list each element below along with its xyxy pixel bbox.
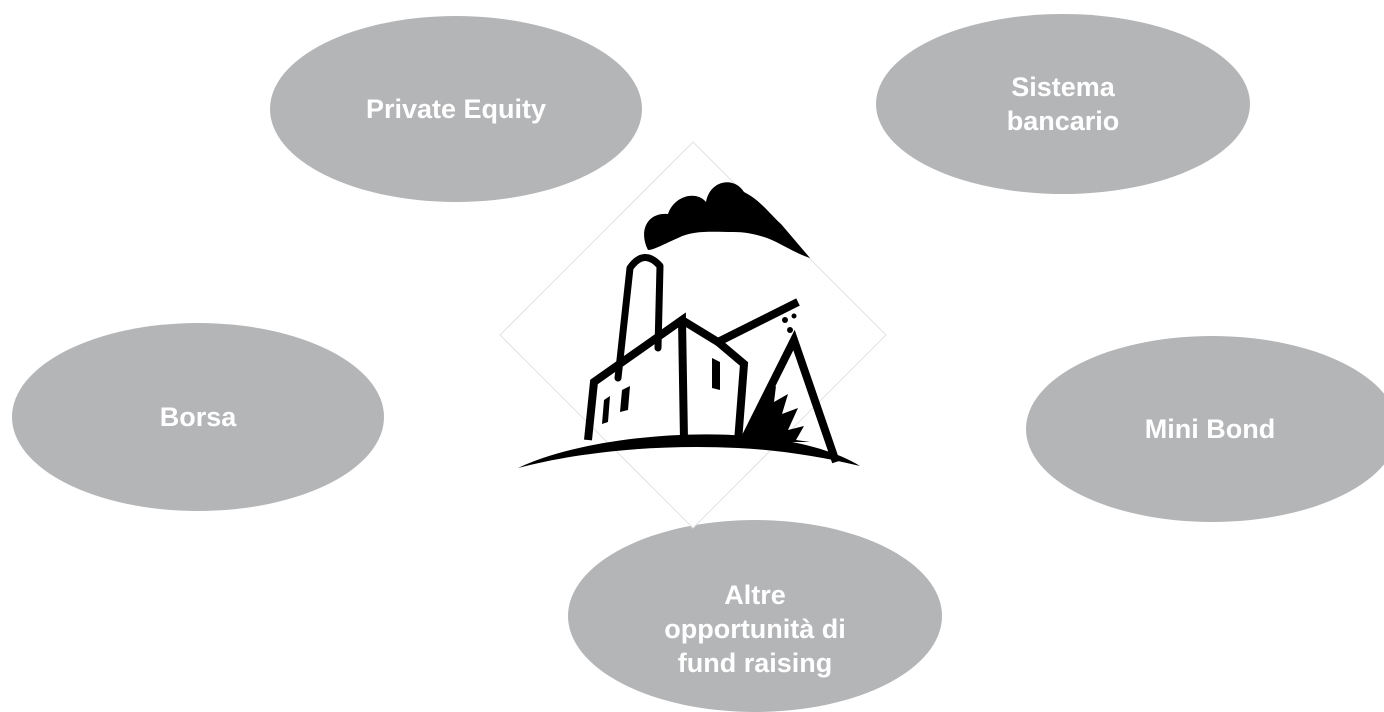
building-left xyxy=(584,312,688,441)
node-borsa-label: Borsa xyxy=(159,402,237,432)
smoke-cloud xyxy=(644,182,810,258)
factory-icon xyxy=(499,141,887,529)
node-sistema-bancario: Sistema bancario xyxy=(876,14,1250,194)
node-sistema-bancario-label: Sistema bancario xyxy=(1006,72,1120,136)
window-2 xyxy=(620,386,630,412)
node-altre-opportunita: Altre opportunità di fund raising xyxy=(568,520,942,712)
window-3 xyxy=(712,358,720,390)
spark-dot-2 xyxy=(791,313,797,319)
node-borsa: Borsa xyxy=(12,323,384,511)
chimney xyxy=(614,254,664,382)
spark-dot-3 xyxy=(787,327,793,333)
window-1 xyxy=(602,396,610,424)
node-private-equity: Private Equity xyxy=(270,16,642,202)
node-mini-bond: Mini Bond xyxy=(1026,336,1384,522)
tree-shadow xyxy=(744,386,810,442)
spark-dot-1 xyxy=(782,317,788,323)
node-altre-opportunita-label: Altre opportunità di fund raising xyxy=(664,580,846,678)
building-right xyxy=(715,338,749,443)
node-private-equity-label: Private Equity xyxy=(365,94,547,124)
ground-hill xyxy=(518,434,860,468)
node-mini-bond-label: Mini Bond xyxy=(1144,414,1276,444)
